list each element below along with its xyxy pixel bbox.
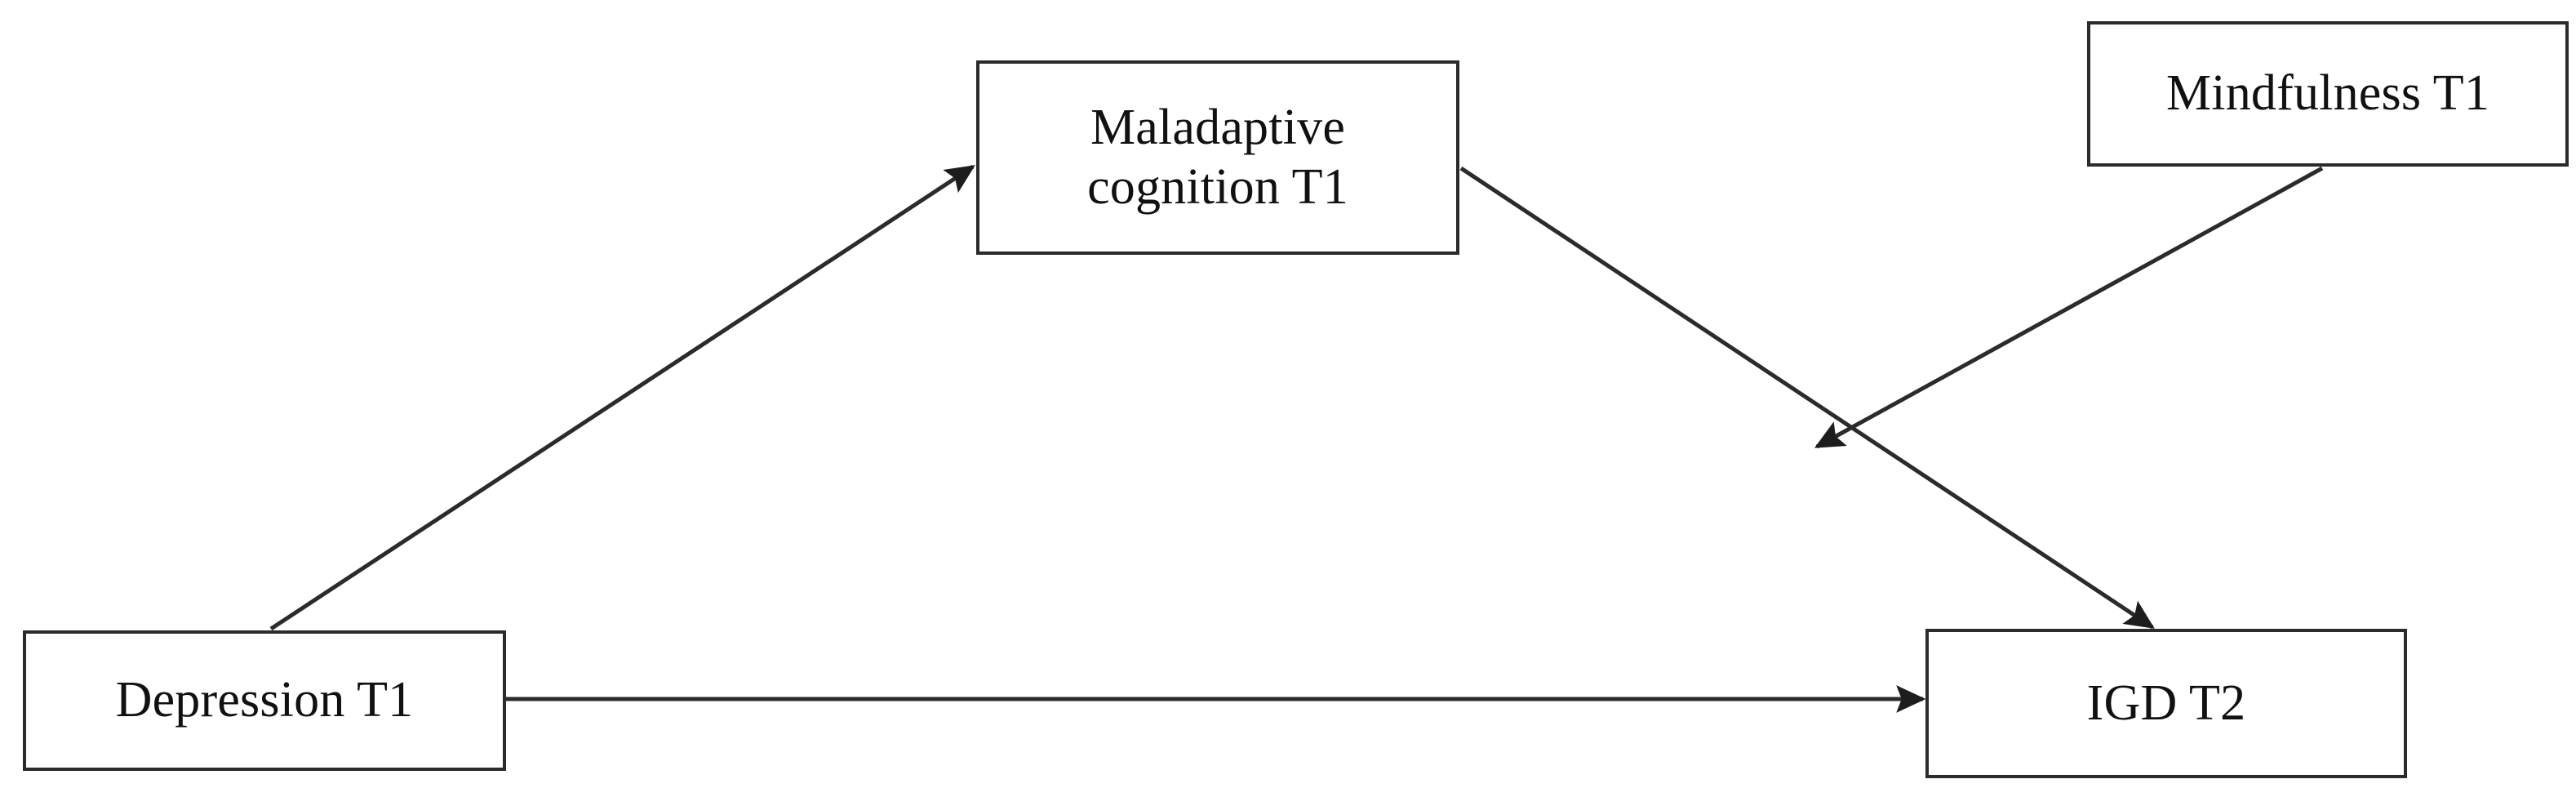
edge-mindfulness-to-mediation-path [1814,166,2324,449]
node-igd-t2[interactable]: IGD T2 [1925,629,2407,778]
node-depression-t1[interactable]: Depression T1 [23,630,506,771]
node-maladaptive-cognition-t1-label: Maladaptive cognition T1 [1087,99,1348,215]
node-maladaptive-cognition-t1[interactable]: Maladaptive cognition T1 [976,60,1459,255]
node-igd-t2-label: IGD T2 [2086,675,2246,731]
edge-depression-to-maladaptive [269,164,975,631]
node-mindfulness-t1[interactable]: Mindfulness T1 [2087,21,2569,167]
edge-maladaptive-to-igd [1459,166,2155,630]
node-depression-t1-label: Depression T1 [115,672,414,728]
node-mindfulness-t1-label: Mindfulness T1 [2165,65,2490,122]
